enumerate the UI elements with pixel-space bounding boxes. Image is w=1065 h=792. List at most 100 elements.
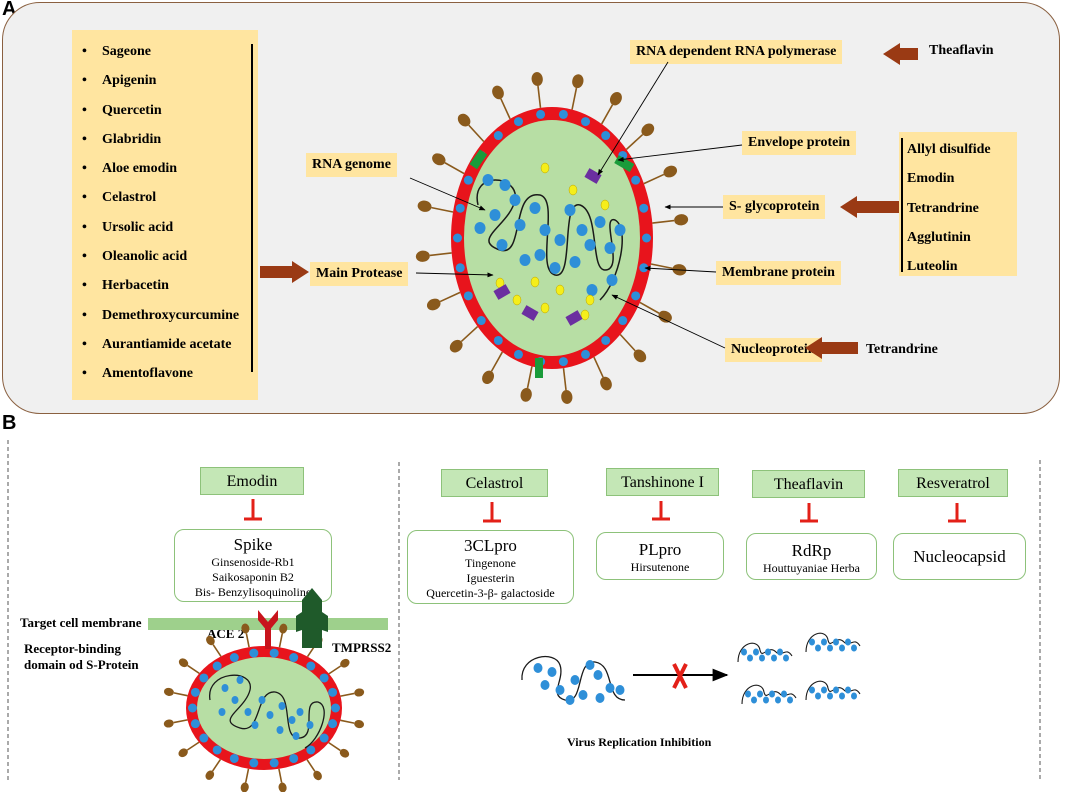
nucleoprotein-dot — [221, 684, 229, 692]
nucleoprotein-dot — [781, 690, 787, 698]
nucleoprotein-dot — [833, 686, 839, 694]
spike-head — [339, 748, 350, 758]
membrane-protein-dot — [536, 109, 546, 119]
membrane-protein-dot — [639, 203, 649, 213]
nucleoprotein-inhibitor: Tetrandrine — [866, 342, 938, 357]
membrane-protein-dot — [319, 673, 329, 683]
membrane-protein-dot — [190, 687, 200, 697]
spike-stalk — [460, 325, 479, 343]
nucleoprotein-dot — [821, 638, 827, 646]
nucleoprotein-dot — [827, 644, 833, 652]
spike-head — [313, 770, 322, 781]
membrane-protein-dot — [631, 291, 641, 301]
protease-dot — [540, 302, 550, 314]
panel-b-label: B — [2, 412, 17, 434]
spike-stalk — [340, 719, 355, 724]
nucleoprotein-dot — [534, 249, 546, 261]
nucleoprotein-dot — [514, 219, 526, 231]
nucleoprotein-dot — [747, 654, 753, 662]
nucleoprotein-dot — [593, 670, 603, 680]
nucleoprotein-dot — [547, 667, 557, 677]
main-protease-dots — [495, 162, 610, 321]
membrane-protein-dot — [328, 719, 338, 729]
spike-stalk — [244, 768, 250, 783]
spike-head — [354, 688, 365, 697]
spike-head — [600, 376, 612, 391]
nucleoprotein-dot — [605, 683, 615, 693]
spike-head — [572, 74, 584, 89]
tmprss2-label: TMPRSS2 — [332, 640, 392, 655]
membrane-protein-dot — [306, 745, 316, 755]
spike-proteins — [415, 72, 689, 404]
spike-head — [178, 748, 188, 758]
spike-head — [240, 782, 249, 792]
membrane-protein-dot — [513, 349, 523, 359]
nucleoprotein-dot — [594, 216, 606, 228]
nucleoprotein-dot — [519, 254, 531, 266]
nucleoprotein-dot — [278, 702, 286, 710]
protease-dot — [568, 184, 578, 196]
genome-copy — [805, 632, 861, 653]
membrane-protein-dot — [453, 233, 462, 243]
spike-stalk — [173, 719, 188, 724]
nucleoprotein-dot — [586, 284, 598, 296]
spike-head — [561, 389, 573, 404]
spike-stalk — [537, 85, 542, 108]
membrane-protein-dot — [455, 203, 465, 213]
inhibitor-list-item: Apigenin — [82, 66, 258, 95]
nucleoprotein-dot — [614, 224, 626, 236]
nucleoprotein-dot — [499, 179, 511, 191]
nucleoprotein-dot — [218, 708, 226, 716]
main-protease-label: Main Protease — [310, 262, 409, 286]
nucleoprotein-dot — [606, 274, 618, 286]
nucleoprotein-dot — [851, 692, 857, 700]
membrane-protein-dot — [306, 661, 316, 671]
target-box-plpro: PLpro Hirsutenone — [596, 532, 724, 580]
nucleoprotein-dot — [555, 685, 565, 695]
target-compound: Hirsutenone — [630, 560, 690, 574]
target-box-spike: Spike Ginsenoside-Rb1 Saikosaponin B2 Bi… — [174, 529, 332, 602]
nucleoprotein-dot — [741, 648, 747, 656]
inhibitor-list-item: Quercetin — [82, 96, 258, 125]
spike-head — [241, 623, 250, 634]
protease-dot — [585, 294, 595, 306]
nucleoprotein-label: Nucleoprotein — [725, 338, 822, 362]
rbd-label-line: domain od S-Protein — [24, 657, 139, 672]
spike-stalk — [186, 741, 200, 751]
nucleoprotein-dot — [757, 690, 763, 698]
inhibitor-list-item: Glabridin — [82, 125, 258, 154]
spike-stalk — [490, 351, 504, 372]
membrane-protein-dot — [229, 653, 239, 663]
spike-inhibitor-item: Allyl disulfide — [907, 142, 991, 157]
spike-head — [279, 623, 288, 634]
spike-stalk — [593, 356, 604, 378]
nucleoprotein-dot — [231, 696, 239, 704]
envelope-protein-label: Envelope protein — [742, 131, 857, 155]
tmprss2-protein — [296, 588, 328, 648]
membrane-protein-dot — [199, 733, 209, 743]
membrane-protein-dot — [289, 653, 299, 663]
nucleoprotein-dot — [251, 721, 259, 729]
nucleoprotein-dot — [777, 648, 783, 656]
spike-stalk — [429, 252, 452, 257]
spike-head — [163, 687, 174, 696]
genome-copy — [737, 642, 793, 663]
brown-arrow-spike — [840, 196, 899, 218]
brown-arrows — [260, 43, 918, 359]
nucleoprotein-dot — [244, 708, 252, 716]
spike-stalk — [444, 162, 465, 175]
protease-dot — [540, 162, 550, 174]
nucleoprotein-dot — [769, 690, 775, 698]
main-protease-inhibitor-list: SageoneApigeninQuercetinGlabridinAloe em… — [72, 30, 258, 400]
membrane-protein-dot — [289, 753, 299, 763]
nucleoprotein-dot — [276, 726, 284, 734]
nucleoprotein-dot — [306, 721, 314, 729]
nucleoprotein-dot — [833, 638, 839, 646]
target-compound: Iguesterin — [466, 571, 515, 585]
spike-stalk — [643, 173, 665, 185]
inhibitor-list-item: Celastrol — [82, 183, 258, 212]
spike-stalk — [500, 98, 511, 120]
membrane-protein-dot — [581, 117, 591, 127]
nucleoprotein-dot — [509, 194, 521, 206]
